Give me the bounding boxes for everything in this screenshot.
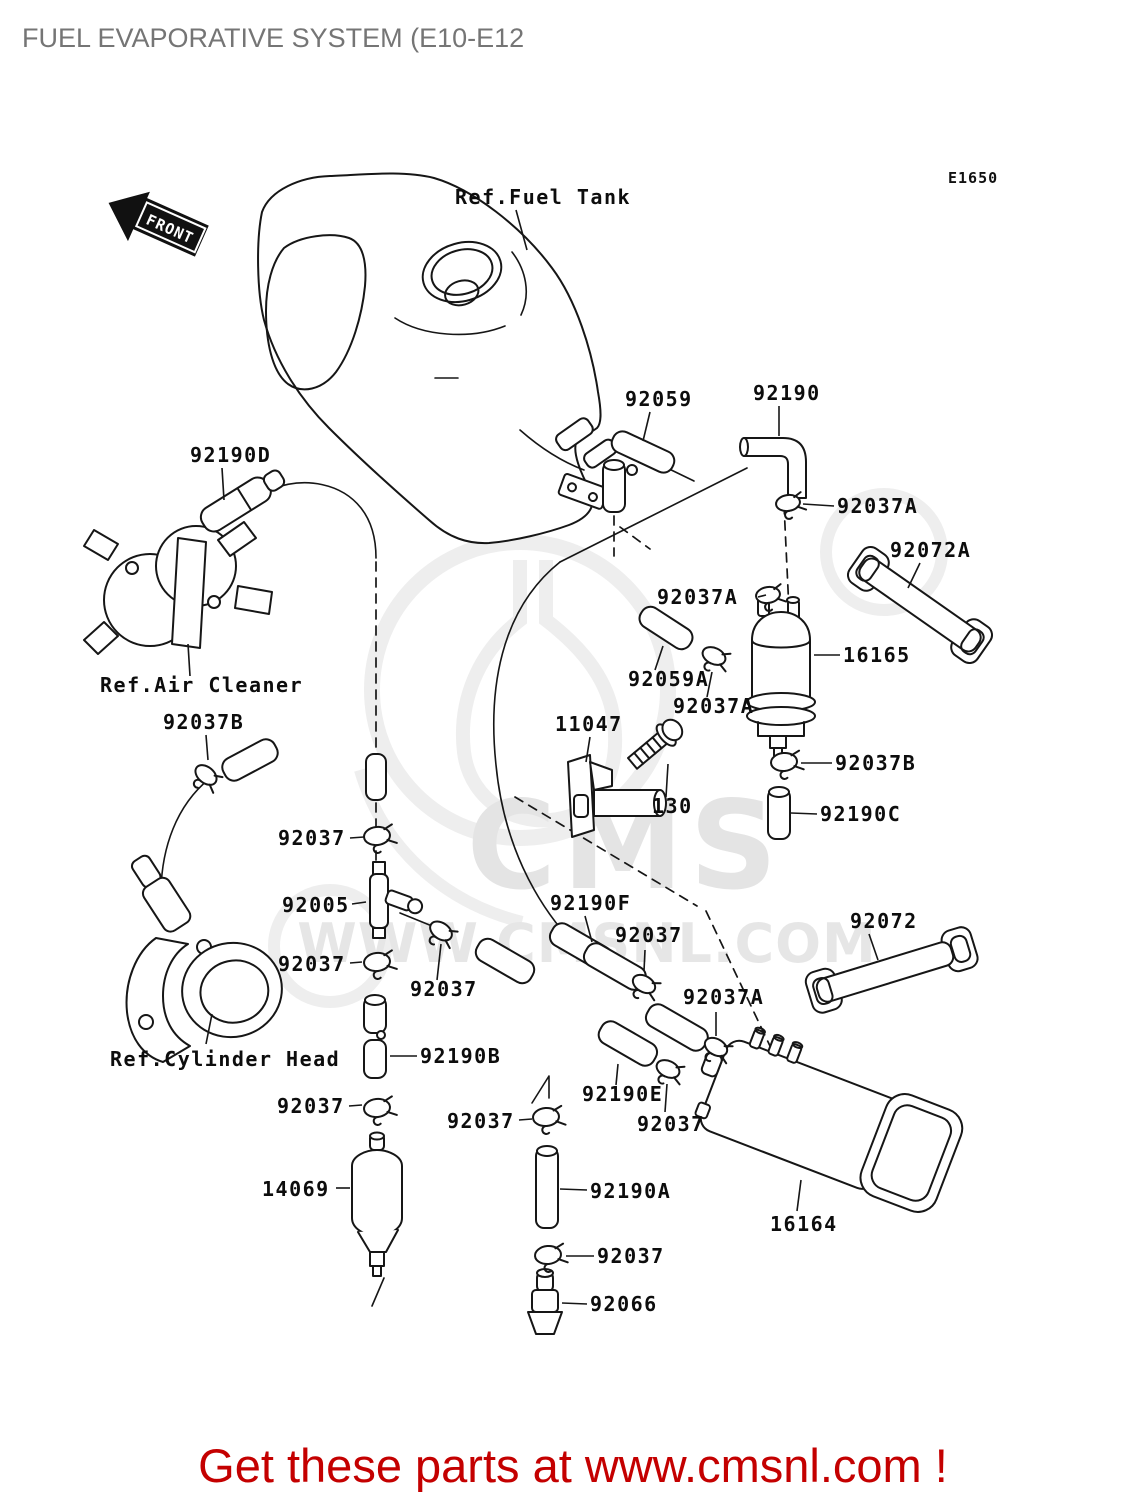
leader-line xyxy=(187,643,191,677)
part-label-92190b: 92190B xyxy=(420,1044,501,1068)
leader-line xyxy=(796,1179,802,1212)
air-cleaner xyxy=(83,521,273,655)
elbow-hose-92190 xyxy=(743,437,807,499)
fuel-tank xyxy=(257,172,602,545)
part-label-92037b: 92037B xyxy=(163,710,244,734)
leader-line xyxy=(664,1083,668,1113)
part-labels: Ref.Fuel Tank 92190D Ref.Air Cleaner 92059 9… xyxy=(100,185,971,1316)
leader-line xyxy=(643,949,646,972)
part-label-92190a: 92190A xyxy=(590,1179,671,1203)
leader-line xyxy=(584,915,593,943)
part-label-14069: 14069 xyxy=(262,1177,330,1201)
part-label-92190: 92190 xyxy=(753,381,821,405)
bracket-92072a xyxy=(846,545,994,665)
part-label-130: 130 xyxy=(652,794,693,818)
part-label-92037: 92037 xyxy=(278,826,346,850)
bracket-92072 xyxy=(804,926,979,1014)
leader-line xyxy=(205,734,209,761)
diagram-code: E1650 xyxy=(948,169,998,187)
part-label-ref-air-cleaner: Ref.Air Cleaner xyxy=(100,673,303,697)
part-label-92072a: 92072A xyxy=(890,538,971,562)
part-label-92005: 92005 xyxy=(282,893,350,917)
canister-16164 xyxy=(694,1026,964,1213)
part-label-ref-cylinder-head: Ref.Cylinder Head xyxy=(110,1047,340,1071)
part-label-92037: 92037 xyxy=(637,1112,705,1136)
leader-line xyxy=(515,209,528,251)
hose-92190c xyxy=(767,786,791,840)
part-label-16164: 16164 xyxy=(770,1212,838,1236)
bracket-11047 xyxy=(567,754,667,838)
leader-line xyxy=(559,1188,588,1191)
hose-clamps xyxy=(192,491,808,1273)
leader-line xyxy=(706,671,713,698)
footer-link[interactable]: Get these parts at www.cmsnl.com ! xyxy=(198,1439,948,1492)
part-label-92190d: 92190D xyxy=(190,443,271,467)
leader-line xyxy=(585,736,591,763)
part-label-92037a: 92037A xyxy=(683,985,764,1009)
part-label-92037: 92037 xyxy=(410,977,478,1001)
page-title: FUEL EVAPORATIVE SYSTEM (E10-E12 xyxy=(22,23,524,53)
fuel-cap xyxy=(421,241,503,307)
part-label-92072: 92072 xyxy=(850,909,918,933)
leader-line xyxy=(615,1063,619,1086)
tee-fitting-92005 xyxy=(369,861,424,939)
leader-line xyxy=(561,1302,588,1305)
leader-line xyxy=(790,812,818,815)
part-label-92059a: 92059A xyxy=(628,667,709,691)
leader-line xyxy=(348,1104,363,1107)
leader-line xyxy=(802,503,835,507)
part-label-92037a: 92037A xyxy=(657,585,738,609)
leader-line xyxy=(907,562,921,589)
bolt-130 xyxy=(627,718,684,770)
hose-92190d xyxy=(199,469,286,533)
cylinder-head-port xyxy=(125,854,283,1063)
part-label-92037: 92037 xyxy=(278,952,346,976)
hose-mid-left xyxy=(221,738,279,782)
part-label-92190f: 92190F xyxy=(550,891,631,915)
leader-line xyxy=(665,763,669,798)
part-label-92190c: 92190C xyxy=(820,802,901,826)
leader-line xyxy=(868,933,879,961)
front-arrow: FRONT xyxy=(108,191,209,257)
leader-line xyxy=(351,901,367,905)
part-label-92037b: 92037B xyxy=(835,751,916,775)
leader-line xyxy=(205,1013,213,1045)
leader-line xyxy=(642,411,651,442)
leader-line xyxy=(757,594,767,598)
part-label-92037a: 92037A xyxy=(673,694,754,718)
leader-line xyxy=(349,961,363,964)
hose-train xyxy=(474,922,709,1067)
part-label-92066: 92066 xyxy=(590,1292,658,1316)
leader-line xyxy=(221,467,225,501)
part-label-92037: 92037 xyxy=(277,1094,345,1118)
part-label-ref-fuel-tank: Ref.Fuel Tank xyxy=(455,185,631,209)
fitting-92066 xyxy=(527,1268,563,1335)
leader-line xyxy=(349,836,365,839)
leader-line xyxy=(654,645,664,671)
leader-line xyxy=(518,1118,533,1121)
part-label-92037: 92037 xyxy=(597,1244,665,1268)
part-label-92037: 92037 xyxy=(615,923,683,947)
part-label-11047: 11047 xyxy=(555,712,623,736)
part-label-92037a: 92037A xyxy=(837,494,918,518)
tube-92190a xyxy=(535,1145,559,1229)
part-label-92059: 92059 xyxy=(625,387,693,411)
separator-14069 xyxy=(351,1131,403,1307)
part-label-16165: 16165 xyxy=(843,643,911,667)
separator-16165 xyxy=(746,592,816,757)
part-label-92190e: 92190E xyxy=(582,1082,663,1106)
part-label-92037: 92037 xyxy=(447,1109,515,1133)
hose-92190b xyxy=(363,753,387,1079)
hose-92059 xyxy=(610,430,676,474)
hose-92059a xyxy=(638,605,694,651)
leader-line xyxy=(436,943,442,981)
